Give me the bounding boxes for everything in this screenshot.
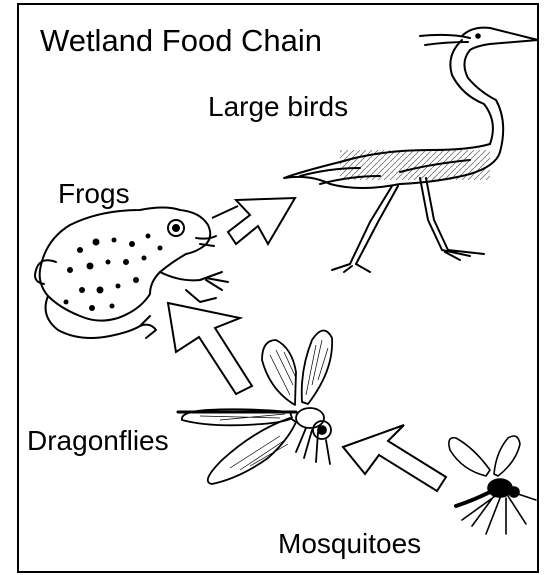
diagram-title: Wetland Food Chain — [40, 25, 322, 56]
frog-spots — [64, 234, 163, 312]
heron-feather-shading — [340, 150, 490, 180]
label-dragonflies: Dragonflies — [27, 427, 169, 455]
label-large-birds: Large birds — [208, 93, 348, 121]
dragonfly-icon — [178, 330, 332, 484]
heron-icon — [284, 28, 538, 272]
arrow-frogs-to-large-birds — [212, 198, 295, 244]
label-frogs: Frogs — [58, 180, 130, 208]
arrow-mosquitoes-to-dragonflies — [343, 425, 446, 491]
mosquito-icon — [449, 436, 536, 534]
arrow-dragonflies-to-frogs — [168, 303, 252, 394]
label-mosquitoes: Mosquitoes — [278, 530, 421, 558]
